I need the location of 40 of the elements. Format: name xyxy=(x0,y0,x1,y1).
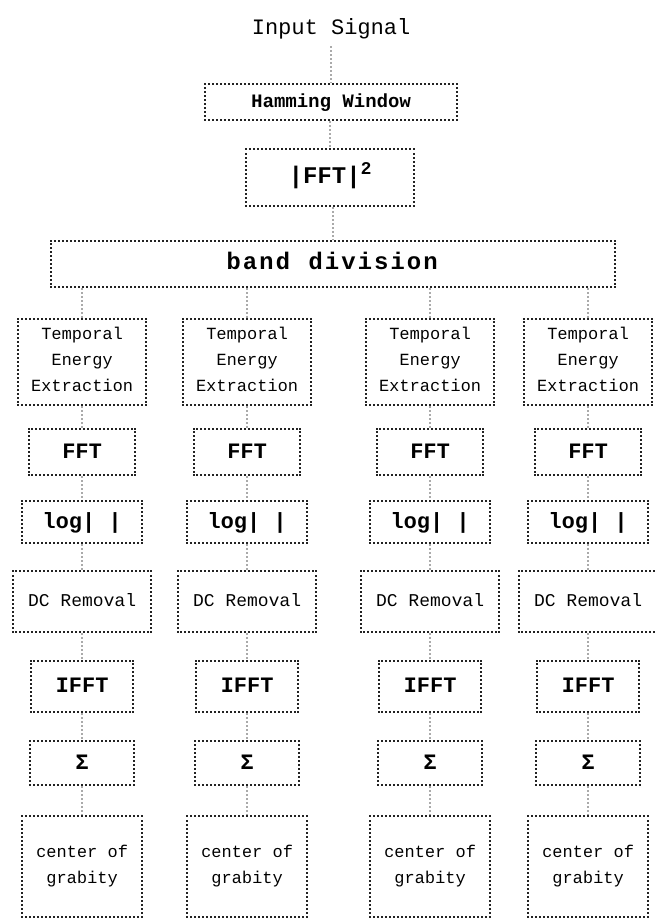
process-box: IFFT xyxy=(195,660,299,713)
process-box: log| | xyxy=(186,500,308,544)
process-box: Temporal Energy Extraction xyxy=(17,318,147,406)
connector-line xyxy=(246,632,248,660)
process-box: IFFT xyxy=(30,660,134,713)
process-box: Temporal Energy Extraction xyxy=(523,318,653,406)
process-box: Σ xyxy=(377,740,483,786)
process-box: log| | xyxy=(21,500,143,544)
connector-line xyxy=(246,406,248,428)
process-box: DC Removal xyxy=(177,570,317,633)
process-box: Temporal Energy Extraction xyxy=(365,318,495,406)
connector-line xyxy=(246,544,248,570)
process-box: FFT xyxy=(376,428,484,476)
process-box: DC Removal xyxy=(12,570,152,633)
process-box: log| | xyxy=(369,500,491,544)
process-box: Hamming Window xyxy=(204,83,458,121)
process-box: DC Removal xyxy=(360,570,500,633)
connector-line xyxy=(246,476,248,500)
connector-line xyxy=(246,786,248,816)
process-box: Σ xyxy=(29,740,135,786)
process-box: Temporal Energy Extraction xyxy=(182,318,312,406)
connector-line xyxy=(246,288,248,318)
process-box: band division xyxy=(50,240,616,288)
connector-line xyxy=(332,206,334,240)
process-box: IFFT xyxy=(536,660,640,713)
process-box: center of grabity xyxy=(369,815,491,918)
process-box: center of grabity xyxy=(186,815,308,918)
process-box: |FFT|$^{2}$ xyxy=(245,148,415,207)
connector-line xyxy=(330,46,332,84)
process-box: IFFT xyxy=(378,660,482,713)
process-box: FFT xyxy=(28,428,136,476)
process-box: DC Removal xyxy=(518,570,655,633)
process-box: FFT xyxy=(193,428,301,476)
process-box: Σ xyxy=(535,740,641,786)
process-box: center of grabity xyxy=(527,815,649,918)
connector-line xyxy=(246,712,248,740)
process-box: Σ xyxy=(194,740,300,786)
process-box: FFT xyxy=(534,428,642,476)
process-box: center of grabity xyxy=(21,815,143,918)
process-box: log| | xyxy=(527,500,649,544)
